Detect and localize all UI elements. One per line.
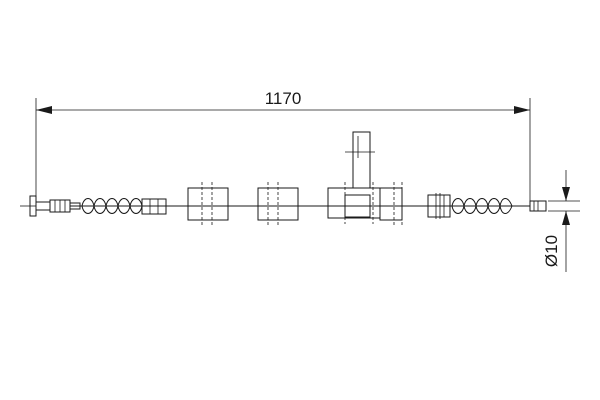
clip-3-body bbox=[379, 187, 403, 221]
bellows-shape bbox=[451, 198, 513, 214]
left-end-fitting bbox=[20, 195, 81, 217]
cable-clip-1 bbox=[187, 182, 229, 226]
left-crimp-sleeve bbox=[141, 198, 167, 215]
left-end-pin bbox=[35, 201, 51, 211]
cable-assembly bbox=[20, 131, 547, 226]
cable-clip-2 bbox=[257, 182, 299, 226]
length-label: 1170 bbox=[265, 89, 302, 108]
clip-1-body bbox=[187, 187, 229, 221]
bracket-body bbox=[327, 187, 381, 219]
bracket-clamp bbox=[344, 194, 371, 218]
diameter-arrow-top bbox=[562, 187, 570, 201]
right-end-fitting bbox=[529, 200, 547, 212]
right-arrowhead bbox=[514, 106, 530, 114]
right-bellows-boot bbox=[427, 193, 513, 219]
center-mounting-bracket bbox=[327, 131, 381, 224]
cable-clip-3 bbox=[379, 182, 403, 226]
bracket-tab bbox=[352, 131, 371, 188]
left-arrowhead bbox=[36, 106, 52, 114]
left-ferrule bbox=[69, 202, 81, 210]
diameter-dimension: Ø10 bbox=[542, 170, 580, 272]
length-dimension: 1170 bbox=[35, 89, 531, 210]
left-bellows-boot bbox=[81, 198, 167, 215]
diameter-label: Ø10 bbox=[542, 235, 561, 267]
diameter-arrow-bottom bbox=[562, 211, 570, 225]
right-crimp-sleeve bbox=[427, 194, 451, 218]
